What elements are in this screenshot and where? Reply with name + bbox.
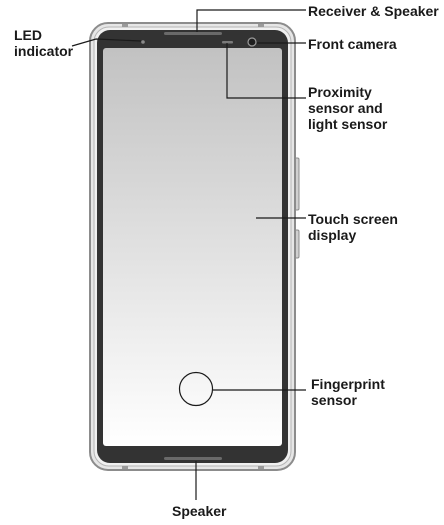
- fingerprint-label-line-2: sensor: [311, 392, 357, 408]
- proximity-light-sensor-label: Proximity sensor and light sensor: [308, 84, 387, 132]
- touch-screen-label-line-2: display: [308, 227, 357, 243]
- bottom-frame-slot-right: [258, 466, 264, 469]
- receiver-speaker-label: Receiver & Speaker: [308, 3, 439, 19]
- led-indicator-label: LED indicator: [14, 27, 73, 59]
- speaker-label-line-1: Speaker: [172, 503, 227, 519]
- proximity-sensor-leader: [226, 43, 306, 99]
- proximity-sensor: [222, 41, 233, 44]
- bottom-frame-slot-left: [122, 466, 128, 469]
- fingerprint-sensor-label: Fingerprint sensor: [311, 376, 385, 408]
- front-camera-label: Front camera: [308, 36, 397, 52]
- led-indicator-label-line-2: indicator: [14, 43, 74, 59]
- receiver-speaker-slit: [164, 32, 222, 35]
- proximity-label-line-2: sensor and: [308, 100, 383, 116]
- touch-screen-label: Touch screen display: [308, 211, 398, 243]
- led-indicator-label-line-1: LED: [14, 27, 42, 43]
- bottom-speaker-slit: [164, 457, 222, 460]
- touch-screen-label-line-1: Touch screen: [308, 211, 398, 227]
- proximity-label-line-3: light sensor: [308, 116, 388, 132]
- front-camera-lens: [247, 37, 257, 47]
- led-indicator-dot: [141, 40, 145, 44]
- speaker-label: Speaker: [172, 503, 226, 519]
- top-frame-slot-right: [258, 24, 264, 27]
- fingerprint-sensor-circle: [178, 371, 214, 407]
- proximity-label-line-1: Proximity: [308, 84, 372, 100]
- front-camera-label-line-1: Front camera: [308, 36, 397, 52]
- receiver-speaker-label-line-1: Receiver & Speaker: [308, 3, 439, 19]
- led-indicator-leader: [71, 38, 142, 47]
- receiver-speaker-leader: [196, 9, 306, 32]
- top-frame-slot-left: [122, 24, 128, 27]
- touch-screen-display: [103, 48, 282, 446]
- fingerprint-label-line-1: Fingerprint: [311, 376, 385, 392]
